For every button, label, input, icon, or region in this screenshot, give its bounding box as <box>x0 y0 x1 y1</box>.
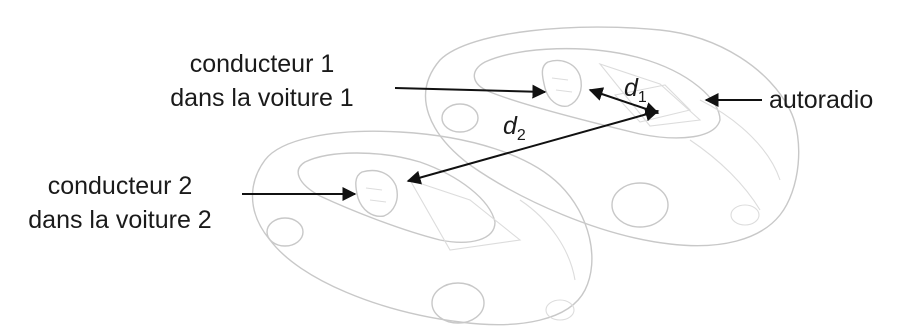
d2-label: d2 <box>503 112 526 144</box>
driver1-label-line1: conducteur 1 <box>190 50 335 78</box>
d2-symbol: d <box>503 112 518 140</box>
car-1-icon <box>424 26 800 247</box>
car-2-icon <box>251 130 593 326</box>
driver2-label-line1: conducteur 2 <box>48 172 193 200</box>
d1-label: d1 <box>624 74 647 106</box>
driver-2-icon <box>355 169 398 217</box>
driver1-pointer-arrow <box>394 84 547 99</box>
driver1-label-line2: dans la voiture 1 <box>170 84 353 112</box>
d1-index: 1 <box>638 89 647 106</box>
d1-symbol: d <box>624 74 639 102</box>
d2-distance-arrow <box>406 107 660 185</box>
driver-1-icon <box>541 59 582 107</box>
d2-index: 2 <box>517 127 526 144</box>
driver2-label-line2: dans la voiture 2 <box>28 206 211 234</box>
radio-label: autoradio <box>769 86 873 114</box>
